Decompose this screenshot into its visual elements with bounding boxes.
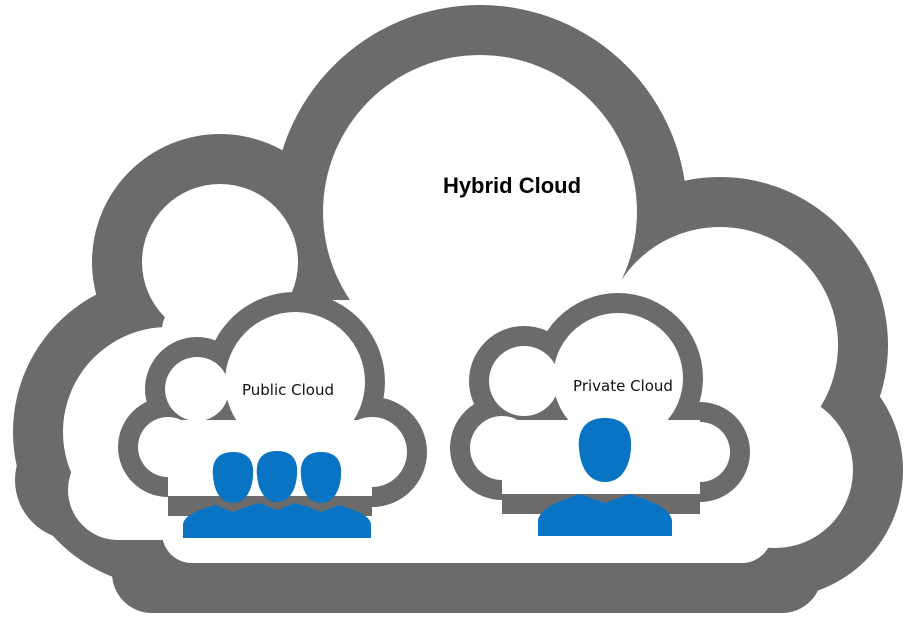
hybrid-cloud-shape: [13, 5, 903, 613]
public-cloud-shape: [118, 292, 427, 516]
user-icon: [538, 418, 672, 536]
user-group-icon: [183, 451, 371, 538]
person-figure-center: [227, 451, 327, 538]
public-cloud-label: Public Cloud: [242, 381, 334, 399]
diagram-title: Hybrid Cloud: [443, 173, 581, 198]
private-cloud-label: Private Cloud: [573, 377, 673, 395]
